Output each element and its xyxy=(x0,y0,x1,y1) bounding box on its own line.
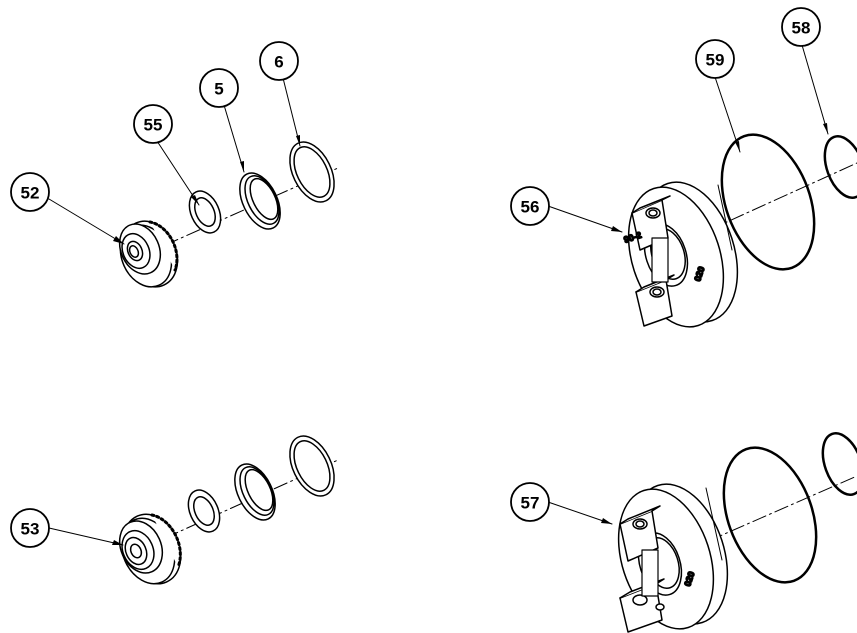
seal-part-6 xyxy=(289,141,335,203)
balloon-56-label: 56 xyxy=(521,198,540,217)
balloon-55-label: 55 xyxy=(144,116,163,135)
housing-part-56 xyxy=(627,181,739,328)
leader-57 xyxy=(547,501,613,525)
balloon-5: 5 xyxy=(199,68,239,108)
ring-part-5 xyxy=(239,172,281,230)
assembly-53 xyxy=(118,435,339,585)
balloon-53: 53 xyxy=(10,508,50,548)
balloon-6: 6 xyxy=(259,41,299,81)
balloon-6-label: 6 xyxy=(274,53,283,72)
hub-part-53 xyxy=(118,513,182,585)
leader-59 xyxy=(714,76,741,153)
balloon-57: 57 xyxy=(510,482,550,522)
balloon-52-label: 52 xyxy=(21,184,40,203)
washer-part-55 xyxy=(188,190,222,234)
assembly-52 xyxy=(118,141,339,288)
balloon-52: 52 xyxy=(10,172,50,212)
housing-part-57 xyxy=(617,483,729,633)
balloon-5-label: 5 xyxy=(214,80,223,99)
ring-part-53 xyxy=(234,463,276,521)
hub-part-52 xyxy=(118,220,179,288)
leader-52 xyxy=(48,198,125,245)
oring-part-57b xyxy=(821,432,857,496)
leader-55 xyxy=(156,140,200,206)
balloon-58-label: 58 xyxy=(792,19,811,38)
leader-53 xyxy=(48,527,124,546)
balloon-55: 55 xyxy=(133,104,173,144)
housing-mark-57: 020 xyxy=(682,570,696,587)
leader-56 xyxy=(547,205,623,233)
balloon-57-label: 57 xyxy=(521,494,540,513)
balloon-53-label: 53 xyxy=(21,520,40,539)
oring-part-57a xyxy=(722,446,818,584)
leader-6 xyxy=(282,77,301,147)
balloon-59: 59 xyxy=(695,39,735,79)
balloon-56: 56 xyxy=(510,186,550,226)
oring-part-59 xyxy=(720,133,816,271)
seal-part-53 xyxy=(289,435,335,497)
assembly-57: 020 xyxy=(617,432,857,633)
leader-5 xyxy=(223,104,245,173)
assembly-56: 90-2 020 xyxy=(622,133,857,328)
washer-part-53 xyxy=(187,489,221,533)
balloon-59-label: 59 xyxy=(706,51,725,70)
oring-part-58 xyxy=(823,135,857,199)
leader-58 xyxy=(801,44,829,135)
balloon-58: 58 xyxy=(781,7,821,47)
